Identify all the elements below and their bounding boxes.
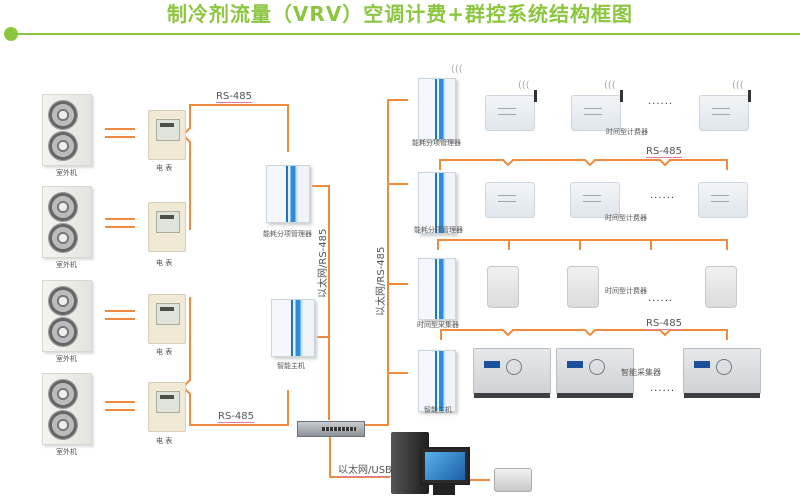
meter-4-label: 电 表 bbox=[156, 437, 173, 445]
row1-cabinet-label: 能耗分项管理器 bbox=[412, 139, 461, 147]
row2-bus-label: RS-485 bbox=[646, 146, 682, 158]
row3-cabinet bbox=[418, 258, 456, 320]
rs485-bottom-label: RS-485 bbox=[218, 411, 254, 423]
wifi-icon: ((( bbox=[732, 80, 744, 91]
row3-cabinet-label: 时间型采集器 bbox=[417, 321, 459, 329]
rs485-top-label: RS-485 bbox=[216, 91, 252, 103]
outdoor-unit-3-label: 室外机 bbox=[56, 355, 77, 363]
monitor-stand-icon bbox=[433, 485, 455, 495]
row1-cabinet bbox=[418, 78, 456, 140]
row4-collector-3 bbox=[683, 348, 761, 398]
row3-ellipsis: ...... bbox=[648, 293, 674, 304]
rs485-top-bus bbox=[181, 104, 289, 230]
row4-collector-2 bbox=[556, 348, 634, 398]
wifi-icon: ((( bbox=[518, 80, 530, 91]
diagram-title: 制冷剂流量（VRV）空调计费+群控系统结构框图 bbox=[166, 2, 634, 26]
row2-cabinet-label: 能耗分项管理器 bbox=[414, 226, 463, 234]
energy-manager-cabinet bbox=[266, 165, 310, 223]
row3-device-1 bbox=[487, 266, 519, 308]
printer-icon bbox=[494, 468, 532, 492]
pc-link-label: 以太网/USB bbox=[338, 465, 392, 477]
meter-1-label: 电 表 bbox=[156, 164, 173, 172]
energy-manager-label: 能耗分项管理器 bbox=[263, 230, 312, 238]
meter-2 bbox=[148, 202, 186, 252]
outdoor-unit-4-label: 室外机 bbox=[56, 448, 77, 456]
meter-2-label: 电 表 bbox=[156, 259, 173, 267]
meter-3 bbox=[148, 294, 186, 344]
row4-cabinet-label: 智能主机 bbox=[424, 406, 452, 414]
row2-ellipsis: ...... bbox=[650, 190, 676, 201]
smart-host-label: 智能主机 bbox=[277, 362, 305, 370]
row2-device-3 bbox=[698, 182, 748, 218]
row4-cabinet bbox=[418, 350, 456, 412]
outdoor-unit-3 bbox=[42, 280, 92, 352]
outdoor-unit-1-label: 室外机 bbox=[56, 169, 77, 177]
row3-bus bbox=[437, 239, 728, 250]
row3-device-3 bbox=[705, 266, 737, 308]
row4-collector-1 bbox=[473, 348, 551, 398]
row4-ellipsis: ...... bbox=[650, 383, 676, 394]
row1-device-1 bbox=[485, 90, 537, 131]
row2-device-label: 时间型计费器 bbox=[605, 214, 647, 222]
row1-ellipsis: ...... bbox=[648, 96, 674, 107]
row2-device-1 bbox=[485, 182, 535, 218]
odu-meter-links bbox=[105, 128, 135, 411]
outdoor-unit-1 bbox=[42, 94, 92, 166]
row4-bus-label: RS-485 bbox=[646, 318, 682, 330]
row2-cabinet bbox=[418, 172, 456, 234]
rs485-bottom-bus bbox=[181, 297, 289, 426]
row3-device-2 bbox=[567, 266, 599, 308]
row1-device-label: 时间型计费器 bbox=[606, 128, 648, 136]
meter-4 bbox=[148, 382, 186, 432]
wifi-icon: ((( bbox=[604, 80, 616, 91]
wifi-icon: ((( bbox=[451, 64, 463, 75]
trunk-link-label: 以太网/RS-485 bbox=[376, 246, 388, 316]
network-switch bbox=[297, 421, 365, 437]
outdoor-unit-2-label: 室外机 bbox=[56, 261, 77, 269]
meter-3-label: 电 表 bbox=[156, 348, 173, 356]
outdoor-unit-2 bbox=[42, 186, 92, 258]
monitor-icon bbox=[420, 447, 470, 485]
row4-bus bbox=[440, 329, 728, 340]
row4-device-label: 智能采集器 bbox=[621, 368, 661, 377]
vertical-link-label: 以太网/RS-485 bbox=[318, 228, 330, 298]
pc-link bbox=[329, 433, 390, 478]
row2-bus bbox=[439, 159, 728, 170]
outdoor-unit-4 bbox=[42, 373, 92, 445]
row2-device-2 bbox=[570, 182, 620, 218]
title-rule-dot bbox=[4, 27, 18, 41]
row1-device-2 bbox=[571, 90, 623, 131]
row3-device-label: 时间型计费器 bbox=[605, 287, 647, 295]
cabinet-top-link bbox=[312, 185, 330, 420]
switch-right-link bbox=[362, 99, 408, 426]
row1-device-3 bbox=[699, 90, 751, 131]
smart-host-cabinet bbox=[271, 299, 315, 357]
meter-1 bbox=[148, 110, 186, 160]
